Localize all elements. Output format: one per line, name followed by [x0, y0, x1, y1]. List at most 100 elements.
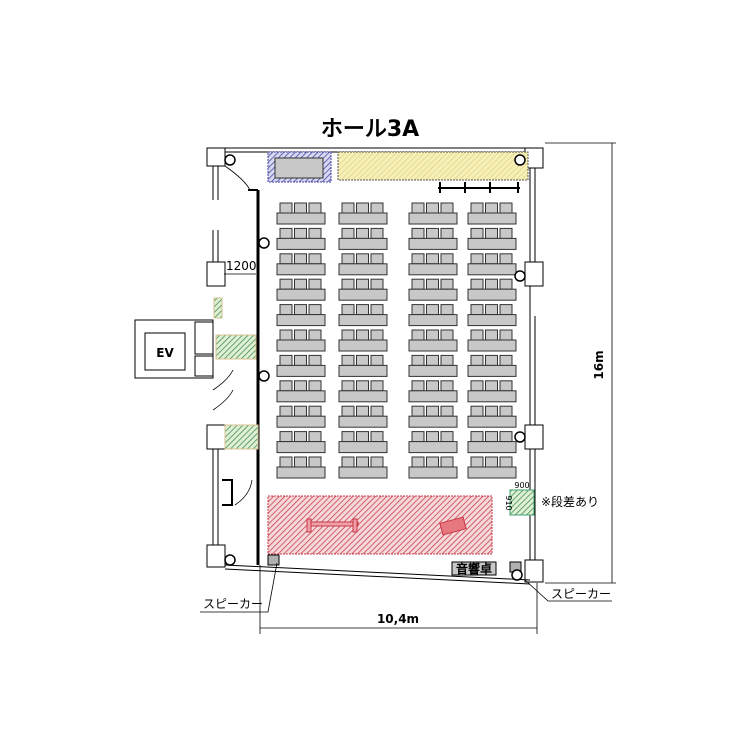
- chair: [356, 456, 369, 468]
- desk-row: [276, 278, 326, 301]
- chair: [279, 329, 293, 341]
- chair: [499, 354, 513, 366]
- chair: [294, 227, 307, 239]
- chair: [341, 456, 355, 468]
- chair: [485, 304, 498, 316]
- lectern-desk: [274, 157, 324, 179]
- chair: [470, 354, 484, 366]
- desk-row: [467, 253, 517, 276]
- chair: [308, 431, 322, 443]
- chair: [499, 380, 513, 392]
- desk-row: [408, 304, 458, 327]
- chair: [440, 456, 454, 468]
- chair: [426, 456, 439, 468]
- chair: [470, 329, 484, 341]
- chair: [499, 278, 513, 290]
- desk: [338, 237, 388, 250]
- chair: [370, 202, 384, 214]
- desk-row: [467, 227, 517, 250]
- desk-row: [467, 202, 517, 225]
- desk: [408, 441, 458, 454]
- desk: [408, 314, 458, 327]
- chair: [470, 456, 484, 468]
- chair: [499, 304, 513, 316]
- chair: [341, 253, 355, 265]
- chair: [279, 202, 293, 214]
- chair: [294, 380, 307, 392]
- chair: [370, 253, 384, 265]
- chair: [341, 227, 355, 239]
- chair: [341, 431, 355, 443]
- desk: [276, 288, 326, 301]
- chair: [440, 380, 454, 392]
- chair: [485, 456, 498, 468]
- chair: [356, 405, 369, 417]
- chair: [308, 253, 322, 265]
- chair: [356, 253, 369, 265]
- desk: [338, 263, 388, 276]
- door-width-label: 1200: [226, 259, 257, 273]
- chair: [426, 202, 439, 214]
- chair: [370, 227, 384, 239]
- desk: [276, 390, 326, 403]
- chair: [485, 354, 498, 366]
- chair: [341, 329, 355, 341]
- desk: [276, 314, 326, 327]
- chair: [356, 354, 369, 366]
- seating-area: [276, 202, 517, 479]
- desk-row: [467, 431, 517, 454]
- chair: [411, 329, 425, 341]
- desk: [467, 288, 517, 301]
- desk: [408, 263, 458, 276]
- desk: [276, 339, 326, 352]
- chair: [485, 253, 498, 265]
- chair: [356, 304, 369, 316]
- desk-row: [408, 278, 458, 301]
- desk-row: [467, 456, 517, 479]
- desk-row: [338, 431, 388, 454]
- desk: [467, 314, 517, 327]
- walls: [206, 147, 544, 585]
- chair: [485, 380, 498, 392]
- chair: [279, 456, 293, 468]
- desk-row: [408, 329, 458, 352]
- desk: [408, 364, 458, 377]
- chair: [411, 456, 425, 468]
- chair: [440, 278, 454, 290]
- page-title: ホール3A: [321, 117, 419, 142]
- step-area: [509, 489, 535, 516]
- desk-row: [338, 227, 388, 250]
- chair: [411, 380, 425, 392]
- desk-row: [467, 354, 517, 377]
- desk-row: [338, 456, 388, 479]
- chair: [294, 456, 307, 468]
- desk-row: [408, 456, 458, 479]
- desk: [338, 314, 388, 327]
- desk: [276, 237, 326, 250]
- chair: [294, 304, 307, 316]
- desk: [408, 212, 458, 225]
- chair: [308, 227, 322, 239]
- chair: [426, 304, 439, 316]
- outlet-icon: [258, 370, 270, 382]
- chair: [485, 431, 498, 443]
- outlet-icon: [224, 154, 236, 166]
- desk-row: [408, 253, 458, 276]
- desk: [467, 364, 517, 377]
- chair: [370, 456, 384, 468]
- outlet-icon: [514, 154, 526, 166]
- chair: [470, 380, 484, 392]
- desk: [276, 466, 326, 479]
- desk: [467, 390, 517, 403]
- desk-row: [338, 380, 388, 403]
- chair: [308, 354, 322, 366]
- desk: [467, 441, 517, 454]
- desk: [338, 466, 388, 479]
- chair: [499, 227, 513, 239]
- chair: [426, 329, 439, 341]
- desk: [408, 415, 458, 428]
- desk: [467, 415, 517, 428]
- desk-row: [276, 380, 326, 403]
- desk: [408, 466, 458, 479]
- chair: [308, 278, 322, 290]
